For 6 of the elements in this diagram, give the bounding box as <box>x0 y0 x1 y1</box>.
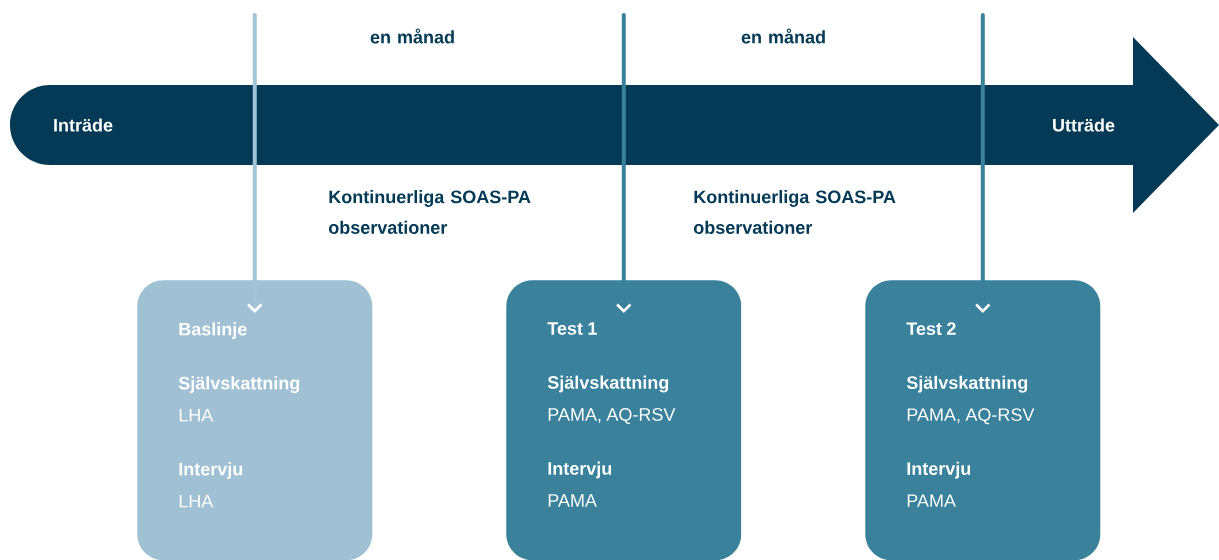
step-box: Test 1 Självskattning PAMA, AQ-RSV Intervju PAMA <box>506 280 742 560</box>
step-box: Test 2 Självskattning PAMA, AQ-RSV Intervju PAMA <box>865 280 1101 560</box>
step-box: Baslinje Självskattning LHA Intervju LHA <box>137 280 373 560</box>
arrow <box>975 13 991 313</box>
arrow <box>616 13 632 313</box>
arrow <box>247 13 263 313</box>
